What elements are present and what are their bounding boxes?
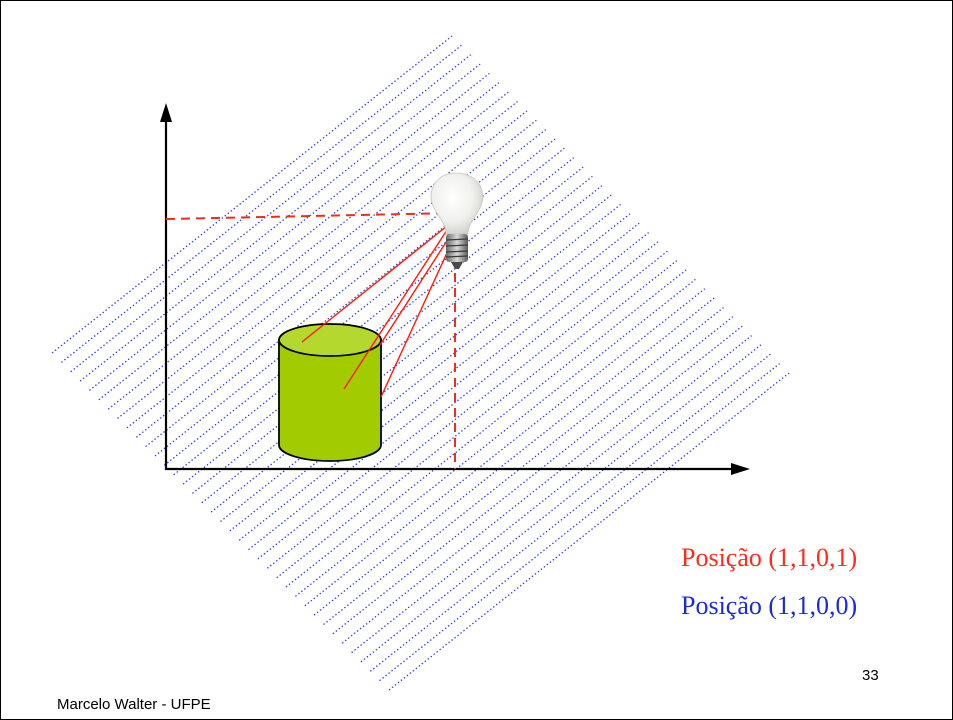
plane-line xyxy=(257,241,659,560)
light-ray xyxy=(301,225,448,343)
plane-line xyxy=(276,260,678,579)
light-ray xyxy=(379,235,451,346)
plane-line xyxy=(341,325,743,644)
y-axis-arrowhead xyxy=(160,103,172,122)
point-position-label: Posição (1,1,0,1) xyxy=(681,543,858,572)
plane-lines xyxy=(51,35,790,691)
plane-line xyxy=(332,316,734,635)
plane-line xyxy=(304,288,706,607)
vector-position-label: Posição (1,1,0,0) xyxy=(681,591,858,620)
light-ray xyxy=(343,229,448,390)
plane-line xyxy=(294,278,696,597)
plane-line xyxy=(360,344,762,663)
plane-line xyxy=(379,363,781,682)
light-bulb-icon xyxy=(430,172,484,269)
light-ray xyxy=(380,241,453,398)
plane-line xyxy=(238,222,640,541)
plane-line xyxy=(285,269,687,588)
cylinder xyxy=(278,323,382,462)
plane-line xyxy=(220,203,621,523)
plane-line xyxy=(145,129,547,448)
plane-line xyxy=(51,35,453,354)
projection-guides xyxy=(165,212,456,469)
plane-line xyxy=(229,213,631,532)
cylinder-body xyxy=(278,339,382,462)
coordinate-axes xyxy=(160,103,750,475)
bulb-tip xyxy=(451,262,463,269)
bulb-base xyxy=(446,234,468,262)
plane-line xyxy=(323,306,724,626)
plane-line xyxy=(79,63,481,382)
plane-line xyxy=(107,91,509,410)
plane-line xyxy=(369,353,771,672)
plane-line xyxy=(248,232,650,551)
footer-author: Marcelo Walter - UFPE xyxy=(57,696,211,713)
light-rays xyxy=(301,225,453,398)
plane-line xyxy=(154,138,556,457)
plane-line xyxy=(163,147,565,466)
x-axis-arrowhead xyxy=(731,463,750,475)
page-number: 33 xyxy=(862,667,879,684)
plane-line xyxy=(266,250,668,569)
plane-line xyxy=(70,54,472,373)
plane-line xyxy=(60,44,462,363)
bulb-glass xyxy=(430,172,484,235)
plane-line xyxy=(182,166,584,485)
plane-line xyxy=(191,175,593,494)
plane-line xyxy=(88,72,490,391)
horizontal-projection xyxy=(165,212,456,220)
plane-line xyxy=(313,297,715,616)
plane-line xyxy=(351,335,753,654)
cylinder-top xyxy=(278,323,382,357)
plane-line xyxy=(201,185,603,504)
plane-line xyxy=(173,157,575,476)
plane-line xyxy=(210,194,612,513)
plane-line xyxy=(135,119,537,438)
plane-line xyxy=(126,110,528,429)
plane-line xyxy=(388,372,790,691)
plane-line xyxy=(98,82,500,401)
plane-line xyxy=(117,100,518,420)
